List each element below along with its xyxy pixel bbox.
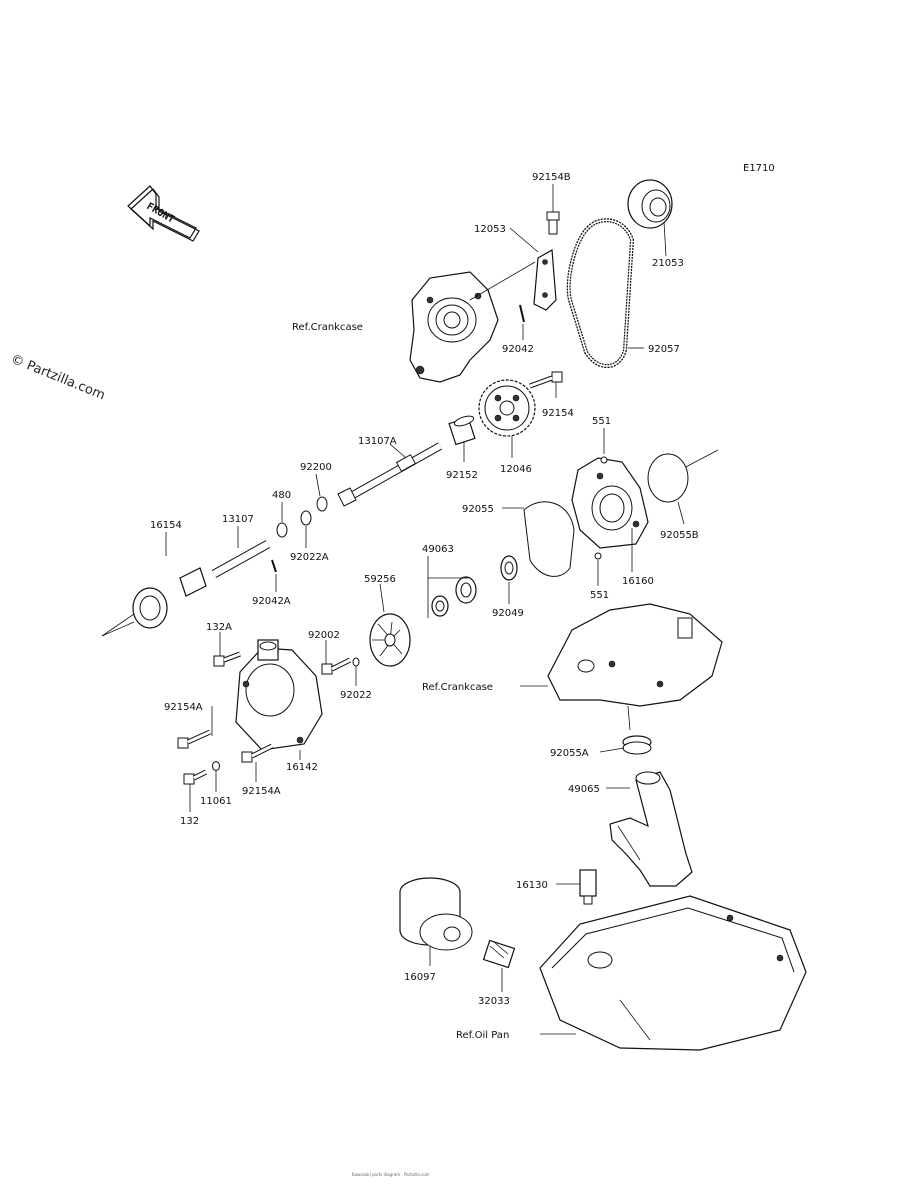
part-label-132a: 132A	[206, 622, 232, 633]
part-label-92042: 92042	[502, 344, 534, 355]
drive-chain-drawing	[566, 218, 635, 368]
footer-fine-print: Kawasaki parts diagram · Partzilla.com	[352, 1172, 430, 1177]
part-label-16097: 16097	[404, 972, 436, 983]
part-label-92154: 92154	[542, 408, 574, 419]
part-label-92055b: 92055B	[660, 530, 699, 541]
part-label-59256: 59256	[364, 574, 396, 585]
chain-guide-drawing	[533, 249, 557, 311]
seal-92049-drawing	[500, 555, 518, 581]
pin-92042a-drawing	[271, 559, 277, 573]
bolt-92154b-drawing	[546, 211, 560, 235]
pipe-32033-drawing	[482, 939, 516, 969]
shaft-13107a-drawing	[337, 442, 442, 507]
bolt-92154a-left-drawing	[177, 729, 212, 749]
part-label-92042a: 92042A	[252, 596, 291, 607]
ref-crankcase-upper: Ref.Crankcase	[292, 322, 363, 333]
part-label-13107: 13107	[222, 514, 254, 525]
part-label-12046: 12046	[500, 464, 532, 475]
part-label-92057: 92057	[648, 344, 680, 355]
washer-92200-drawing	[316, 496, 328, 512]
part-label-92002: 92002	[308, 630, 340, 641]
impeller-59256-drawing	[369, 613, 411, 667]
o-ring-92055b-drawing	[647, 453, 689, 503]
part-label-13107a: 13107A	[358, 436, 397, 447]
part-label-16142: 16142	[286, 762, 318, 773]
part-label-92022a: 92022A	[290, 552, 329, 563]
upper-crankcase-drawing	[409, 261, 536, 383]
shaft-13107-drawing	[211, 540, 271, 578]
part-label-49063: 49063	[422, 544, 454, 555]
switch-16130-drawing	[579, 869, 597, 905]
seal-set-49063-drawing	[431, 576, 477, 617]
coupling-16154-drawing	[101, 567, 207, 637]
part-label-92022: 92022	[340, 690, 372, 701]
pin-92042-drawing	[519, 304, 525, 323]
circlip-480-drawing	[276, 522, 288, 538]
dowel-551-bottom-drawing	[594, 552, 602, 560]
watermark: © Partzilla.com	[9, 352, 108, 403]
part-label-12053: 12053	[474, 224, 506, 235]
strainer-49065-drawing	[609, 771, 693, 887]
bolt-92154-drawing	[529, 371, 563, 389]
oil-pan-drawing	[539, 895, 807, 1051]
part-label-551-bottom: 551	[590, 590, 609, 601]
part-label-92049: 92049	[492, 608, 524, 619]
leader-lines	[165, 184, 685, 1035]
bolt-92154a-right-drawing	[241, 743, 274, 763]
page-code: E1710	[743, 163, 775, 174]
bolt-132-drawing	[183, 769, 208, 785]
gasket-92055-drawing	[523, 501, 575, 577]
oil-filter-16097-drawing	[399, 877, 473, 951]
washer-92022a-drawing	[300, 510, 312, 526]
part-label-21053: 21053	[652, 258, 684, 269]
part-label-16154: 16154	[150, 520, 182, 531]
washer-11061-drawing	[212, 761, 220, 771]
part-label-92055: 92055	[462, 504, 494, 515]
bolt-92002-drawing	[321, 657, 352, 675]
pump-body-16142-drawing	[235, 639, 323, 751]
part-label-92055a: 92055A	[550, 748, 589, 759]
part-label-92154a-left: 92154A	[164, 702, 203, 713]
part-label-92200: 92200	[300, 462, 332, 473]
o-ring-92055a-drawing	[622, 735, 652, 755]
sprocket-12046-drawing	[478, 379, 536, 437]
part-label-49065: 49065	[568, 784, 600, 795]
part-label-16130: 16130	[516, 880, 548, 891]
part-label-551-top: 551	[592, 416, 611, 427]
ref-oil-pan: Ref.Oil Pan	[456, 1030, 509, 1041]
part-label-132: 132	[180, 816, 199, 827]
pump-cover-16160-drawing	[571, 449, 719, 549]
sprocket-housing-drawing	[627, 179, 673, 229]
collar-92152-drawing	[448, 415, 476, 446]
part-label-92154a-right: 92154A	[242, 786, 281, 797]
part-label-16160: 16160	[622, 576, 654, 587]
part-label-480: 480	[272, 490, 291, 501]
part-label-32033: 32033	[478, 996, 510, 1007]
washer-92022-drawing	[352, 657, 360, 667]
front-arrow-icon: FRONT	[127, 185, 200, 242]
part-label-92152: 92152	[446, 470, 478, 481]
dowel-551-top-drawing	[600, 456, 608, 464]
part-labels: 92154B 21053 12053 Ref.Crankcase 92042 9…	[150, 172, 699, 1041]
lower-crankcase-drawing	[547, 603, 723, 731]
part-label-92154b: 92154B	[532, 172, 571, 183]
ref-crankcase-lower: Ref.Crankcase	[422, 682, 493, 693]
part-label-11061: 11061	[200, 796, 232, 807]
bolt-132a-drawing	[213, 651, 241, 667]
